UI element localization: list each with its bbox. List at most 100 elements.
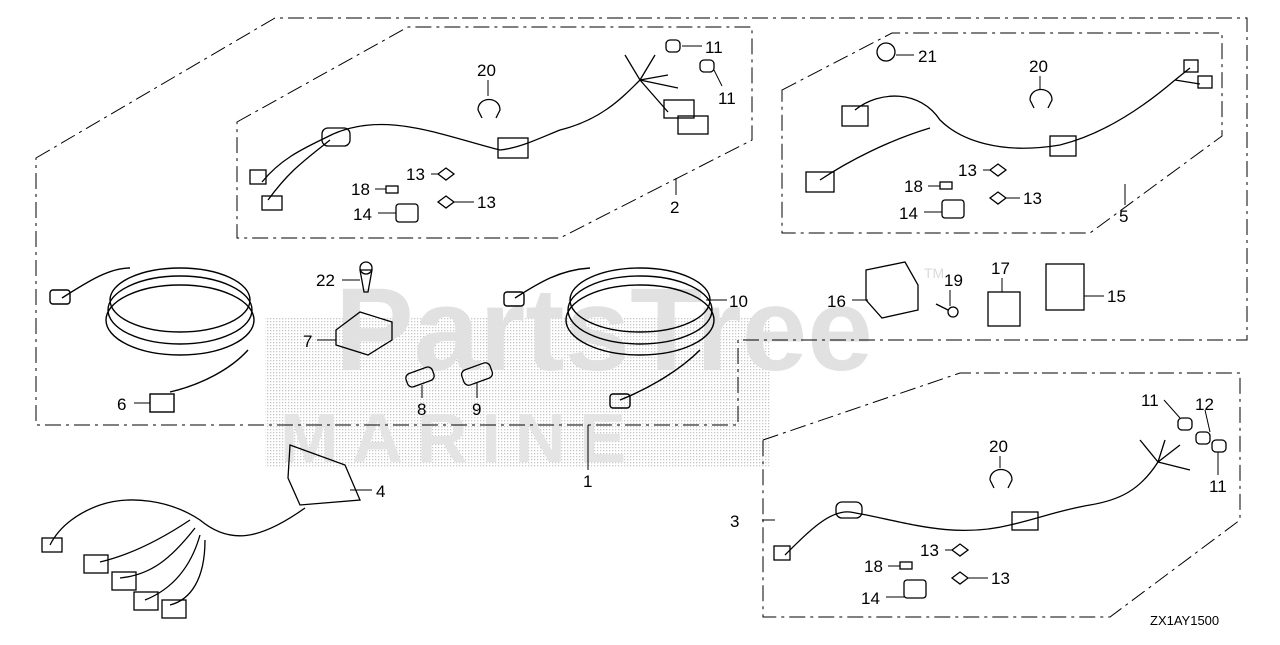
callout-5[interactable]: 5 bbox=[1119, 207, 1128, 226]
callout-7[interactable]: 7 bbox=[303, 332, 312, 351]
harness-3-connector bbox=[773, 545, 791, 561]
callout-11d[interactable]: 11 bbox=[1209, 477, 1227, 496]
callout-14c[interactable]: 14 bbox=[861, 589, 880, 608]
holder-17 bbox=[987, 291, 1021, 327]
harness-3-terminal-b bbox=[1195, 431, 1211, 445]
harness-2-leads bbox=[624, 54, 679, 113]
harness-5 bbox=[805, 42, 1213, 219]
harness-4-plug-e bbox=[161, 599, 187, 619]
callout-11c[interactable]: 11 bbox=[1141, 391, 1159, 410]
harness-4-main bbox=[49, 499, 306, 546]
harness-4-plug-a bbox=[41, 537, 63, 553]
harness-2 bbox=[249, 39, 715, 223]
cable-6-coil-3 bbox=[105, 284, 255, 356]
callout-14b[interactable]: 14 bbox=[899, 204, 918, 223]
callout-15[interactable]: 15 bbox=[1107, 287, 1126, 306]
cover-14-c bbox=[903, 579, 927, 599]
callout-6[interactable]: 6 bbox=[117, 395, 126, 414]
callout-18b[interactable]: 18 bbox=[904, 177, 923, 196]
callout-13f[interactable]: 13 bbox=[991, 569, 1010, 588]
bolt-19-shank bbox=[935, 303, 949, 311]
harness-4-plug-d bbox=[133, 591, 159, 611]
cable-10-lead-b bbox=[619, 349, 701, 401]
callout-14a[interactable]: 14 bbox=[353, 205, 372, 224]
callout-16[interactable]: 16 bbox=[827, 292, 846, 311]
cover-14-b bbox=[941, 199, 965, 219]
harness-3-boot bbox=[835, 501, 863, 519]
watermark: PartsTree TM MARINE bbox=[265, 264, 944, 477]
callout-11b[interactable]: 11 bbox=[718, 89, 736, 108]
harness-3-terminal-a bbox=[1177, 417, 1193, 431]
callout-18a[interactable]: 18 bbox=[351, 180, 370, 199]
cable-10-coil-3 bbox=[565, 284, 715, 356]
cable-10-plug-b bbox=[609, 393, 631, 409]
harness-3-junction bbox=[1011, 511, 1039, 531]
cable-10-lead-a bbox=[514, 267, 591, 299]
outline-harness-3 bbox=[762, 372, 1241, 618]
callout-9[interactable]: 9 bbox=[472, 400, 481, 419]
bolt-19-head bbox=[947, 306, 959, 318]
clip-21 bbox=[876, 42, 896, 62]
leader-11c bbox=[1163, 399, 1181, 419]
callout-13a[interactable]: 13 bbox=[406, 165, 425, 184]
harness-2-boot bbox=[321, 127, 351, 147]
watermark-trademark: TM bbox=[924, 265, 944, 281]
harness-2-terminal-b bbox=[699, 59, 715, 73]
callout-11a[interactable]: 11 bbox=[705, 38, 723, 57]
callout-12[interactable]: 12 bbox=[1195, 395, 1214, 414]
harness-4 bbox=[41, 444, 361, 619]
harness-5-connector-b bbox=[805, 171, 835, 193]
harness-5-cable bbox=[854, 79, 1176, 149]
callout-2[interactable]: 2 bbox=[670, 198, 679, 217]
harness-2-branch bbox=[267, 139, 331, 201]
harness-5-terminal-a bbox=[1183, 59, 1199, 73]
junction-box-4 bbox=[287, 444, 361, 506]
clamp-20-a bbox=[477, 98, 501, 119]
small-parts bbox=[335, 261, 494, 388]
watermark-dot-field bbox=[265, 318, 770, 468]
callout-22[interactable]: 22 bbox=[316, 271, 335, 290]
cable-6-coil-1 bbox=[109, 267, 251, 333]
harness-2-junction bbox=[497, 137, 529, 159]
clamp-20-c bbox=[989, 468, 1013, 489]
callout-20b[interactable]: 20 bbox=[1029, 57, 1048, 76]
harness-2-plug-b bbox=[677, 115, 709, 135]
callout-20c[interactable]: 20 bbox=[989, 437, 1008, 456]
callout-13d[interactable]: 13 bbox=[1023, 189, 1042, 208]
leader-11b bbox=[713, 69, 723, 87]
harness-4-plug-b bbox=[83, 554, 109, 574]
callout-19[interactable]: 19 bbox=[944, 271, 963, 290]
callout-3[interactable]: 3 bbox=[730, 512, 739, 531]
callout-13e[interactable]: 13 bbox=[920, 541, 939, 560]
callout-18c[interactable]: 18 bbox=[864, 557, 883, 576]
callout-17[interactable]: 17 bbox=[991, 259, 1010, 278]
bracket-16 bbox=[865, 261, 919, 319]
callout-21[interactable]: 21 bbox=[918, 47, 937, 66]
callout-20a[interactable]: 20 bbox=[477, 61, 496, 80]
harness-2-cable bbox=[261, 79, 641, 183]
terminal-18-b bbox=[939, 181, 953, 190]
callout-1[interactable]: 1 bbox=[583, 472, 592, 491]
clip-13-b bbox=[436, 195, 456, 209]
clip-13-a bbox=[436, 167, 456, 181]
screw-22-head bbox=[359, 261, 373, 275]
callout-4[interactable]: 4 bbox=[376, 482, 385, 501]
harness-2-connector-b bbox=[261, 195, 283, 211]
clamp-20-b bbox=[1029, 88, 1053, 109]
relay-15 bbox=[1045, 263, 1085, 311]
harness-2-plug-a bbox=[663, 99, 695, 119]
callout-10[interactable]: 10 bbox=[729, 292, 748, 311]
callout-13c[interactable]: 13 bbox=[958, 161, 977, 180]
harness-3-cable bbox=[784, 461, 1159, 556]
clip-13-f bbox=[950, 571, 970, 585]
tee-connector-7 bbox=[335, 311, 393, 356]
harness-5-terminal-b bbox=[1197, 75, 1213, 89]
cable-10-coil-2 bbox=[567, 275, 713, 345]
callout-13b[interactable]: 13 bbox=[477, 193, 496, 212]
harness-4-branches bbox=[99, 519, 206, 606]
cover-14-a bbox=[395, 203, 419, 223]
harness-5-leads bbox=[1174, 67, 1201, 85]
callout-8[interactable]: 8 bbox=[417, 400, 426, 419]
